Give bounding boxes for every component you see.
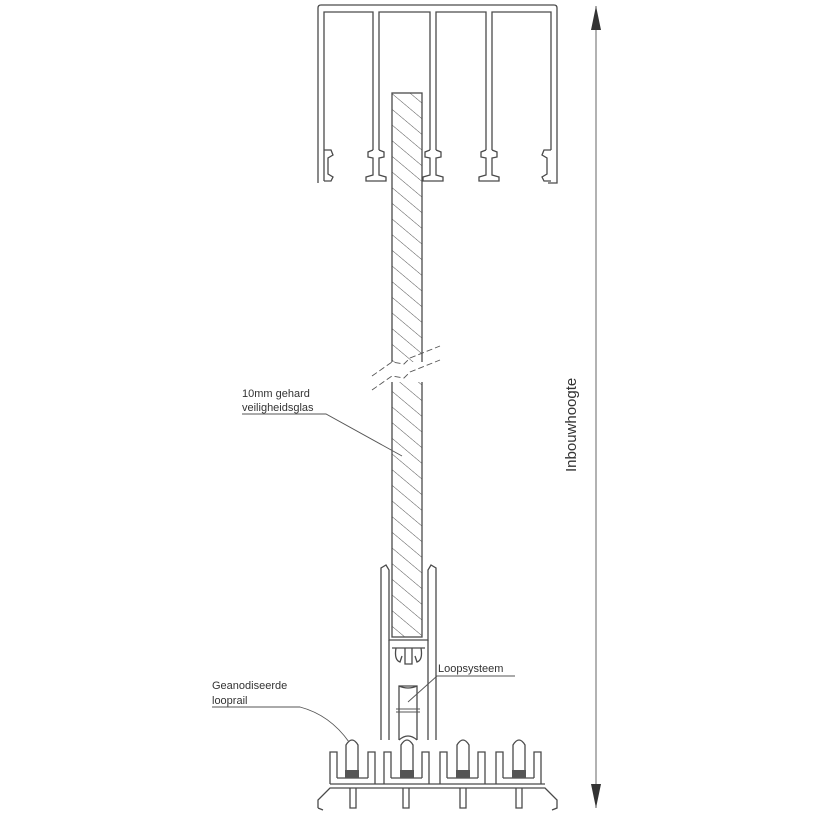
top-rail-profile bbox=[317, 4, 558, 184]
glass-panel bbox=[370, 92, 441, 638]
height-dimension: Inbouwhoogte bbox=[563, 6, 601, 808]
height-dimension-label: Inbouwhoogte bbox=[563, 378, 580, 472]
running-system-callout: Loopsysteem bbox=[407, 663, 515, 703]
glass-callout: 10mm gehard veiligheidsglas bbox=[242, 388, 403, 457]
glass-label-line2: veiligheidsglas bbox=[242, 402, 314, 414]
running-system-label: Loopsysteem bbox=[438, 663, 503, 675]
bottom-rail-profile bbox=[317, 739, 558, 811]
arrow-down-icon bbox=[591, 784, 601, 808]
rail-callout: Geanodiseerde looprail bbox=[212, 680, 350, 743]
rail-label-line2: looprail bbox=[212, 695, 247, 707]
running-carriage bbox=[380, 564, 437, 741]
rail-label-line1: Geanodiseerde bbox=[212, 680, 287, 692]
arrow-up-icon bbox=[591, 6, 601, 30]
glass-label-line1: 10mm gehard bbox=[242, 388, 310, 400]
